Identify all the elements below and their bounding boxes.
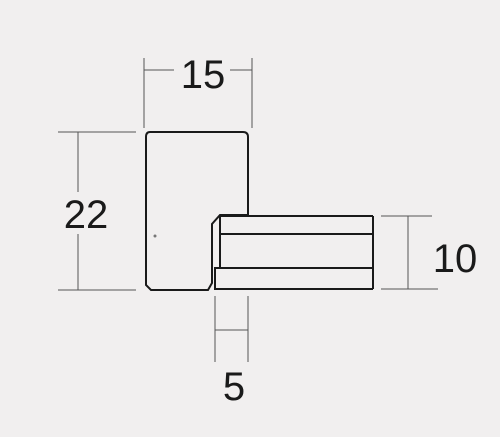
rebate-outline [214,215,221,290]
width-label: 15 [181,53,226,97]
speck-mark [153,234,157,238]
frame-body-outline [145,131,249,291]
rebate-height-label: 10 [433,237,478,281]
rebate-width-label: 5 [223,365,245,409]
height-label: 22 [64,193,109,237]
